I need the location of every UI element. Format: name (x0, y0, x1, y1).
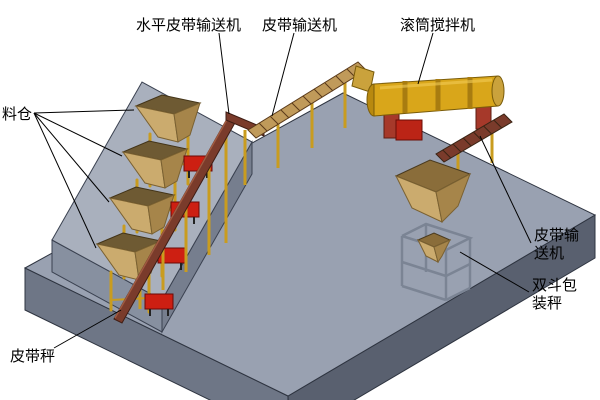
leader-packing-scale (459, 251, 530, 293)
leader-horizontal-belt-conveyor (218, 32, 230, 115)
mixer-motor-block (395, 119, 423, 141)
belt-highlight (114, 115, 230, 319)
leader-material-bin-3 (33, 112, 110, 203)
leader-material-bin-4 (33, 112, 97, 249)
drum-mixer (366, 75, 505, 141)
label-material-bins: 料仓 (2, 106, 32, 123)
leader-material-bin-1 (33, 109, 135, 114)
label-belt-conveyor-right-line2: 送机 (534, 245, 564, 262)
mixer-highlight (379, 78, 493, 90)
leader-drum-mixer (417, 32, 434, 85)
frame-brace (445, 286, 471, 302)
label-horizontal-belt-conveyor: 水平皮带输送机 (136, 17, 241, 34)
hopper-side (160, 148, 188, 189)
leader-material-bin-2 (33, 112, 123, 157)
frame-brace (445, 262, 471, 278)
hopper-side (147, 194, 175, 235)
weigh-hopper-side (433, 238, 452, 264)
leader-belt-conveyor-right (479, 135, 532, 244)
inclined-conveyor-legs (276, 76, 347, 168)
weigh-hopper-body (144, 293, 174, 310)
mixer-end-cap-right (491, 75, 505, 107)
hopper-side (173, 102, 201, 143)
label-belt-conveyor-right-line1: 皮带输 (534, 227, 579, 244)
label-belt-conveyor-top: 皮带输送机 (262, 17, 337, 34)
weigh-hopper-4 (144, 293, 174, 316)
packing-hopper-side (435, 172, 471, 224)
leader-belt-scale (53, 309, 122, 349)
discharge-conveyor-band (435, 113, 513, 163)
frame-brace (401, 260, 447, 278)
label-belt-scale: 皮带秤 (10, 348, 55, 365)
frame-brace (401, 284, 447, 302)
inclined-belt-conveyor (247, 61, 375, 168)
label-packing-scale-line2: 装秤 (532, 295, 562, 312)
leader-lines (33, 32, 532, 349)
label-drum-mixer: 滚筒搅拌机 (400, 17, 475, 34)
leader-belt-conveyor-top (271, 32, 295, 117)
label-packing-scale-line1: 双斗包 (532, 277, 577, 294)
packing-weigh-hopper (416, 232, 452, 264)
labels: 水平皮带输送机 皮带输送机 滚筒搅拌机 料仓 皮带输 送机 双斗包 装秤 皮带秤 (2, 17, 579, 365)
discharge-conveyor-rungs (442, 119, 503, 159)
packing-scale-station (394, 159, 474, 302)
discharge-belt-conveyor (435, 113, 513, 180)
